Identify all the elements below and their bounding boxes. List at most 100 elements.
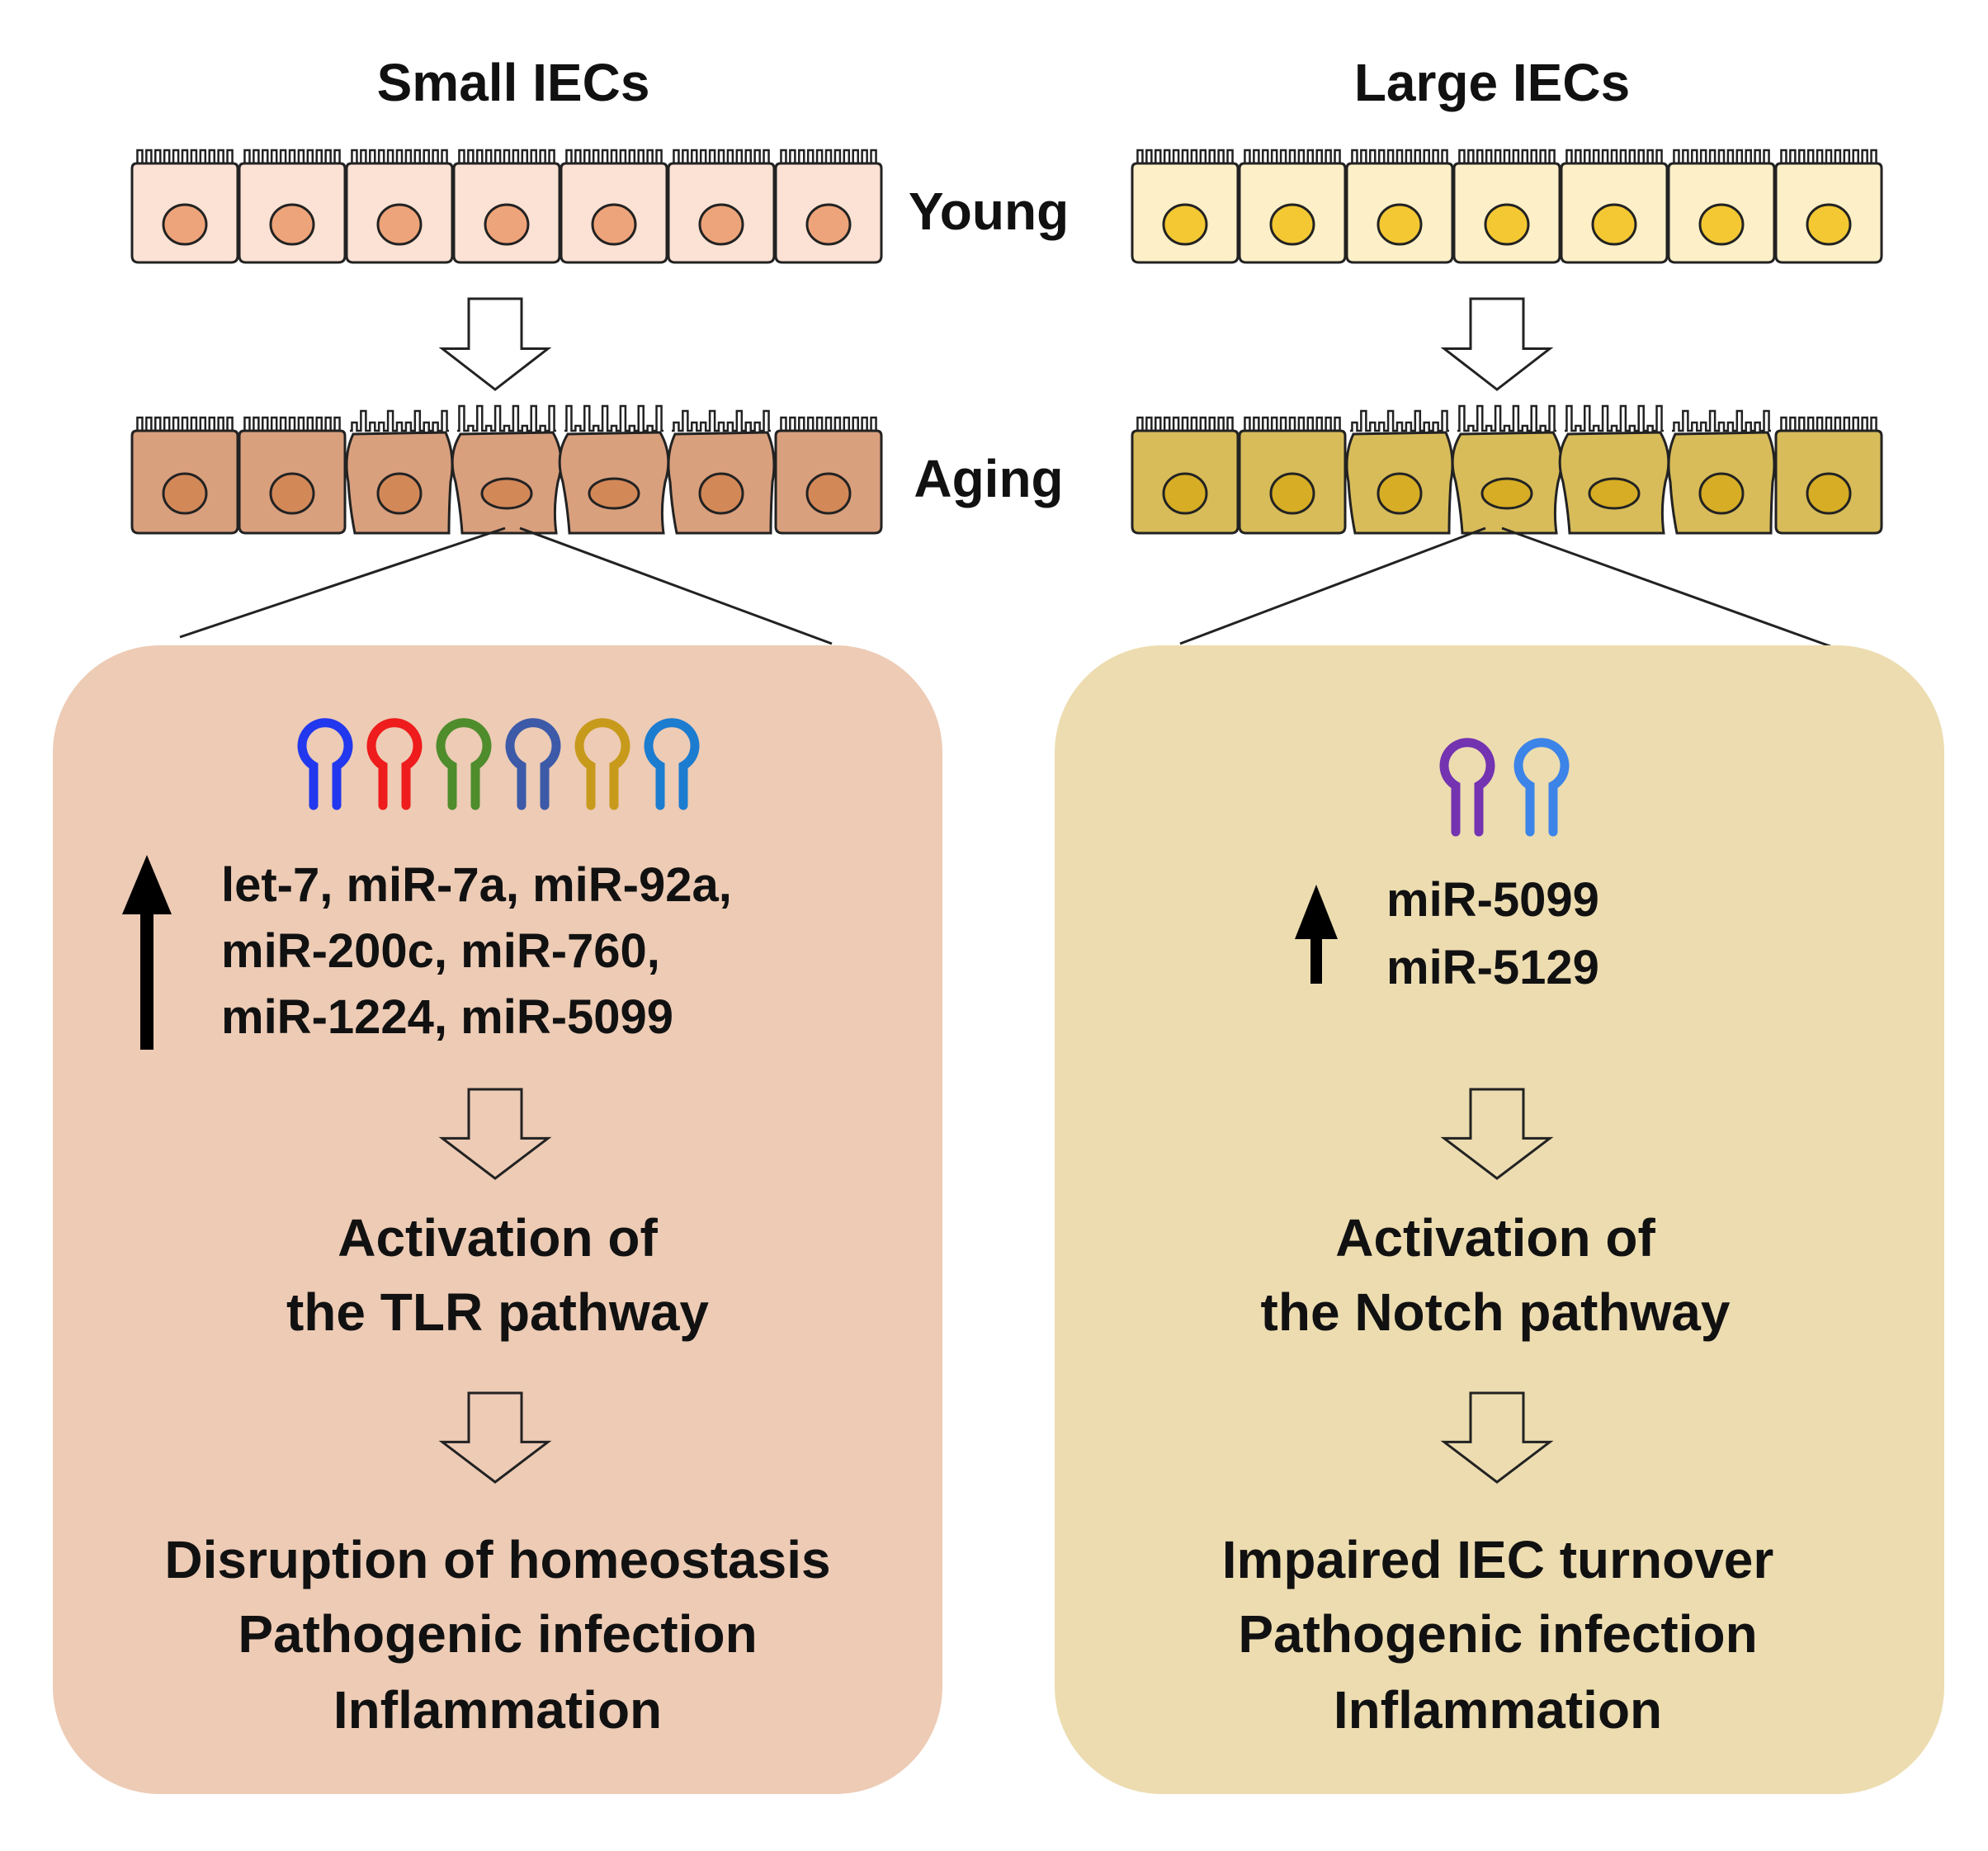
small-young-nucleus bbox=[376, 203, 423, 246]
large-young-cell bbox=[1345, 149, 1454, 264]
hairpin-rna-icon bbox=[505, 718, 561, 810]
aging-label: Aging bbox=[914, 449, 1063, 508]
large-mirna-line: miR-5129 bbox=[1386, 941, 1599, 994]
small-pathway-line: the TLR pathway bbox=[286, 1282, 709, 1342]
small-mirna-line: let-7, miR-7a, miR-92a, bbox=[221, 858, 732, 912]
large-young-nucleus bbox=[1376, 203, 1423, 246]
large-aging-cell bbox=[1238, 416, 1347, 535]
small-young-epithelium bbox=[130, 149, 883, 264]
small-young-cell bbox=[130, 149, 239, 264]
small-mirna-line: miR-1224, miR-5099 bbox=[221, 990, 673, 1044]
small-young-cell bbox=[452, 149, 561, 264]
large-iecs-heading: Large IECs bbox=[1354, 53, 1630, 112]
large-aging-nucleus bbox=[1376, 472, 1423, 515]
large-young-nucleus bbox=[1162, 203, 1208, 246]
large-young-cell bbox=[1774, 149, 1883, 264]
large-upregulation-arrow-icon bbox=[1295, 885, 1338, 984]
small-young-cell bbox=[345, 149, 454, 264]
large-young-nucleus bbox=[1806, 203, 1852, 246]
small-young-nucleus bbox=[269, 203, 315, 246]
large-aging-cell bbox=[1345, 409, 1454, 535]
large-mirna-list: miR-5099 miR-5129 bbox=[1386, 873, 1599, 994]
large-pathway-arrow-icon bbox=[1440, 1088, 1554, 1180]
small-iecs-mechanism-panel bbox=[53, 645, 942, 1794]
hairpin-rna-icon bbox=[297, 718, 353, 810]
large-young-cell bbox=[1131, 149, 1240, 264]
small-outcome-line: Pathogenic infection bbox=[238, 1604, 757, 1664]
large-aging-nucleus bbox=[1588, 477, 1641, 510]
small-aging-nucleus bbox=[376, 472, 423, 515]
small-outcome-line: Inflammation bbox=[333, 1680, 662, 1740]
small-aging-arrow-icon bbox=[438, 297, 552, 391]
large-aging-cell bbox=[1451, 404, 1563, 535]
large-outcome-arrow-icon bbox=[1440, 1391, 1554, 1484]
large-young-nucleus bbox=[1269, 203, 1315, 246]
large-pathway-line: Activation of bbox=[1335, 1208, 1655, 1268]
large-pathway-line: the Notch pathway bbox=[1261, 1282, 1731, 1342]
large-outcome-line: Impaired IEC turnover bbox=[1222, 1530, 1774, 1589]
large-mirna-hairpins bbox=[1439, 738, 1570, 837]
small-iecs-heading: Small IECs bbox=[377, 53, 650, 112]
small-aging-cell bbox=[130, 416, 239, 535]
small-young-nucleus bbox=[698, 203, 744, 246]
hairpin-rna-icon bbox=[366, 718, 423, 810]
small-young-nucleus bbox=[805, 203, 852, 246]
large-young-cell bbox=[1238, 149, 1347, 264]
small-aging-nucleus bbox=[588, 477, 640, 510]
small-aging-cell bbox=[667, 409, 776, 535]
small-mirna-hairpins bbox=[297, 718, 700, 810]
small-aging-cell bbox=[451, 404, 563, 535]
large-outcome-line: Inflammation bbox=[1334, 1680, 1662, 1740]
large-pathway-text: Activation of the Notch pathway bbox=[1261, 1208, 1731, 1342]
large-aging-cell bbox=[1774, 416, 1883, 535]
small-pathway-arrow-icon bbox=[438, 1088, 552, 1180]
small-aging-cell bbox=[558, 404, 670, 535]
small-outcome-line: Disruption of homeostasis bbox=[164, 1530, 830, 1589]
small-aging-nucleus bbox=[805, 472, 852, 515]
large-zoom-lines bbox=[1179, 526, 1838, 650]
small-aging-nucleus bbox=[162, 472, 208, 515]
small-young-cell bbox=[667, 149, 776, 264]
large-aging-nucleus bbox=[1806, 472, 1852, 515]
large-young-nucleus bbox=[1591, 203, 1637, 246]
large-aging-cell bbox=[1667, 409, 1776, 535]
large-aging-nucleus bbox=[1162, 472, 1208, 515]
hairpin-rna-icon bbox=[644, 718, 700, 810]
small-aging-nucleus bbox=[698, 472, 744, 515]
small-aging-cell bbox=[774, 416, 883, 535]
large-outcomes: Impaired IEC turnover Pathogenic infecti… bbox=[1222, 1530, 1774, 1740]
small-pathway-line: Activation of bbox=[338, 1208, 658, 1268]
hairpin-rna-icon bbox=[1513, 738, 1570, 837]
small-young-nucleus bbox=[484, 203, 530, 246]
small-young-cell bbox=[774, 149, 883, 264]
small-zoom-lines bbox=[179, 526, 833, 645]
small-upregulation-arrow-icon bbox=[122, 855, 172, 1050]
large-aging-arrow-icon bbox=[1440, 297, 1554, 391]
hairpin-rna-icon bbox=[574, 718, 630, 810]
small-pathway-text: Activation of the TLR pathway bbox=[286, 1208, 709, 1342]
small-outcome-arrow-icon bbox=[438, 1391, 552, 1484]
large-aging-cell bbox=[1558, 404, 1670, 535]
small-young-cell bbox=[560, 149, 668, 264]
large-iecs-mechanism-panel bbox=[1055, 645, 1944, 1794]
hairpin-rna-icon bbox=[1439, 738, 1495, 837]
large-aging-epithelium bbox=[1131, 404, 1883, 535]
large-young-cell bbox=[1560, 149, 1669, 264]
small-aging-nucleus bbox=[269, 472, 315, 515]
large-aging-nucleus bbox=[1698, 472, 1745, 515]
small-young-cell bbox=[238, 149, 347, 264]
small-young-nucleus bbox=[591, 203, 637, 246]
large-outcome-line: Pathogenic infection bbox=[1238, 1604, 1757, 1664]
large-aging-nucleus bbox=[1480, 477, 1533, 510]
small-mirna-line: miR-200c, miR-760, bbox=[221, 924, 660, 978]
large-aging-cell bbox=[1131, 416, 1240, 535]
small-outcomes: Disruption of homeostasis Pathogenic inf… bbox=[164, 1530, 830, 1740]
large-aging-nucleus bbox=[1269, 472, 1315, 515]
small-aging-cell bbox=[345, 409, 454, 535]
large-young-cell bbox=[1452, 149, 1561, 264]
young-label: Young bbox=[909, 182, 1069, 241]
large-mirna-line: miR-5099 bbox=[1386, 873, 1599, 927]
large-young-nucleus bbox=[1698, 203, 1745, 246]
large-young-cell bbox=[1667, 149, 1776, 264]
